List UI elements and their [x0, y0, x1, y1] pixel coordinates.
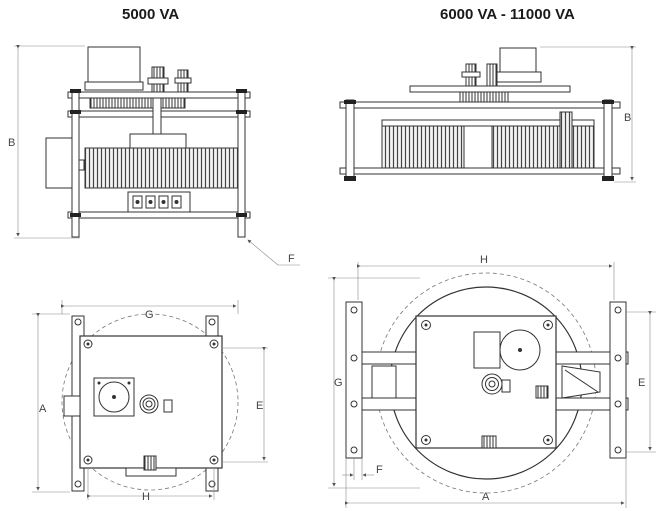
top-view-6000-11000va: H G: [328, 254, 656, 508]
dim-h-left: H: [142, 491, 150, 503]
dim-b-right: B: [624, 112, 631, 124]
dim-f-side: F: [288, 253, 295, 265]
dim-b-left: B: [8, 137, 15, 149]
top-view-5000va: G A: [32, 300, 268, 503]
dim-g-left: G: [145, 309, 154, 321]
dim-h-right: H: [480, 254, 488, 266]
title-6000-11000va: 6000 VA - 11000 VA: [440, 6, 575, 23]
title-5000va: 5000 VA: [122, 6, 180, 23]
dim-a-right: A: [482, 491, 490, 503]
side-view-5000va: B: [8, 45, 300, 266]
side-view-6000-11000va: B: [339, 46, 636, 183]
dim-e-left: E: [256, 400, 263, 412]
dim-a-left: A: [39, 403, 47, 415]
dim-g-right: G: [334, 377, 343, 389]
dim-e-right: E: [638, 377, 645, 389]
dim-f-right: F: [376, 464, 383, 476]
